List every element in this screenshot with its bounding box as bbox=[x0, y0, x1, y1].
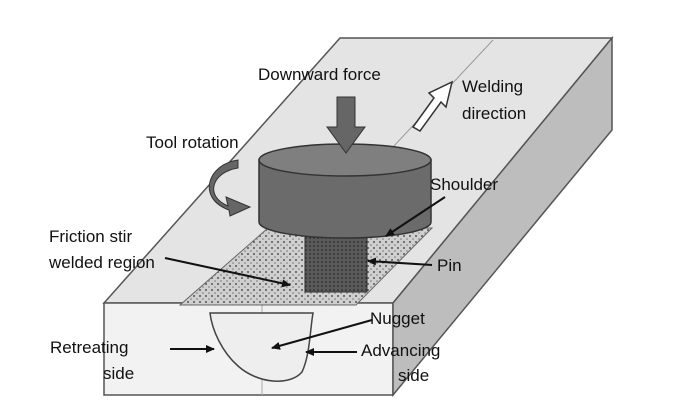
leader-friction-stir-region bbox=[164, 257, 291, 288]
tool-rotation-arrow bbox=[208, 159, 252, 217]
plate-side-face bbox=[392, 35, 613, 398]
leader-shoulder bbox=[385, 196, 446, 237]
label-tool-rotation: Tool rotation bbox=[146, 133, 239, 152]
label-friction-stir-line2: welded region bbox=[48, 253, 155, 272]
label-shoulder: Shoulder bbox=[430, 175, 498, 194]
label-advancing-line2: side bbox=[398, 366, 429, 385]
label-welding-direction-line2: direction bbox=[462, 104, 526, 123]
label-retreating-line1: Retreating bbox=[50, 338, 128, 357]
tool-shoulder-body bbox=[258, 159, 432, 239]
leader-nugget bbox=[271, 319, 373, 350]
leader-pin bbox=[367, 257, 433, 266]
label-downward-force: Downward force bbox=[258, 65, 381, 84]
label-nugget: Nugget bbox=[370, 309, 425, 328]
welding-direction-arrow bbox=[411, 80, 454, 132]
label-pin: Pin bbox=[437, 256, 462, 275]
downward-force-arrow bbox=[326, 96, 366, 154]
label-friction-stir-line1: Friction stir bbox=[49, 227, 132, 246]
label-advancing-line1: Advancing bbox=[361, 341, 440, 360]
tool-pin bbox=[304, 231, 368, 293]
label-welding-direction-line1: Welding bbox=[462, 77, 523, 96]
label-retreating-line2: side bbox=[103, 364, 134, 383]
